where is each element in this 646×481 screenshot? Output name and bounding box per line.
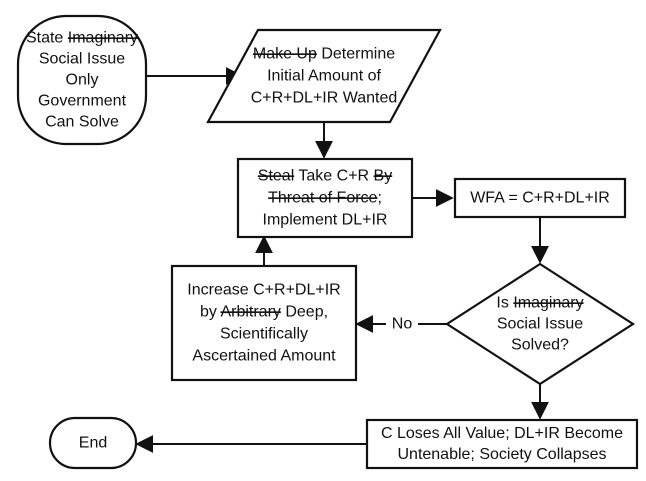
end-terminal-shape	[48, 416, 138, 470]
label-text: Initial Amount of	[267, 68, 381, 85]
label-text: End	[79, 435, 107, 452]
decision-label-line: Solved?	[511, 337, 569, 354]
struck-text: Make Up	[253, 46, 317, 63]
label-text: Implement DL+IR	[263, 212, 388, 229]
label-text: Can Solve	[45, 114, 119, 131]
label-text: Social Issue	[39, 51, 125, 68]
end-label-line: End	[79, 435, 107, 452]
collapse-process-shape	[365, 418, 639, 470]
label-text: Only	[66, 72, 99, 89]
label-text: Untenable; Society Collapses	[397, 446, 606, 463]
end-label: End	[79, 435, 107, 452]
struck-text: Threat of Force	[268, 190, 377, 207]
collapse-label-line: C Loses All Value; DL+IR Become	[381, 425, 623, 442]
decision-label-line: Is Imaginary	[496, 295, 583, 312]
node-increase: Increase C+R+DL+IR by Arbitrary Deep, Scie…	[170, 264, 358, 382]
increase-label-line: Ascertained Amount	[192, 348, 336, 365]
label-text: by	[200, 304, 220, 321]
struck-text: Arbitrary	[220, 304, 280, 321]
node-wfa: WFA = C+R+DL+IR	[453, 177, 627, 219]
start-terminal-shape	[16, 14, 148, 146]
increase-label-line: Scientifically	[220, 326, 308, 343]
decision-label-line: Social Issue	[497, 316, 583, 333]
take-label-line: Threat of Force;	[268, 190, 382, 207]
label-text: Take C+R	[294, 168, 373, 185]
struck-text: Steal	[258, 168, 294, 185]
label-text: ;	[377, 190, 381, 207]
struck-text: Imaginary	[513, 295, 583, 312]
label-text: Government	[38, 93, 127, 110]
collapse-label-line: Untenable; Society Collapses	[397, 446, 606, 463]
start-label-line: Can Solve	[45, 114, 119, 131]
wfa-process-shape	[453, 177, 627, 219]
increase-label-line: Increase C+R+DL+IR	[187, 282, 340, 299]
struck-text: By	[374, 168, 393, 185]
determine-label-line: C+R+DL+IR Wanted	[251, 90, 398, 107]
determine-parallelogram-shape	[206, 28, 442, 124]
start-label-line: Government	[38, 93, 127, 110]
take-label-line: Steal Take C+R By	[258, 168, 392, 185]
label-text: C+R+DL+IR Wanted	[251, 90, 398, 107]
label-text: Solved?	[511, 337, 569, 354]
start-label-line: State Imaginary	[26, 30, 138, 47]
increase-label-line: by Arbitrary Deep,	[200, 304, 328, 321]
wfa-label-line: WFA = C+R+DL+IR	[470, 190, 610, 207]
label-text: Ascertained Amount	[192, 348, 336, 365]
decision-diamond-shape	[444, 262, 636, 386]
label-text: Social Issue	[497, 316, 583, 333]
start-label-line: Only	[66, 72, 99, 89]
no-label: No	[392, 316, 413, 333]
label-text: Determine	[317, 46, 395, 63]
determine-label-line: Initial Amount of	[267, 68, 381, 85]
start-label-line: Social Issue	[39, 51, 125, 68]
take-process-shape	[236, 157, 414, 239]
label-text: Scientifically	[220, 326, 308, 343]
label-text: C Loses All Value; DL+IR Become	[381, 425, 623, 442]
label-text: Increase C+R+DL+IR	[187, 282, 340, 299]
increase-label: Increase C+R+DL+IR by Arbitrary Deep, Scie…	[187, 282, 340, 365]
increase-process-shape	[170, 264, 358, 382]
determine-label-line: Make Up Determine	[253, 46, 395, 63]
struck-text: Imaginary	[68, 30, 138, 47]
wfa-label: WFA = C+R+DL+IR	[470, 190, 610, 207]
label-text: WFA = C+R+DL+IR	[470, 190, 610, 207]
label-text: Is	[496, 295, 513, 312]
label-text: Deep,	[281, 304, 328, 321]
edges	[135, 67, 549, 453]
label-text: State	[26, 30, 68, 47]
take-label-line: Implement DL+IR	[263, 212, 388, 229]
node-end: End	[48, 416, 138, 470]
